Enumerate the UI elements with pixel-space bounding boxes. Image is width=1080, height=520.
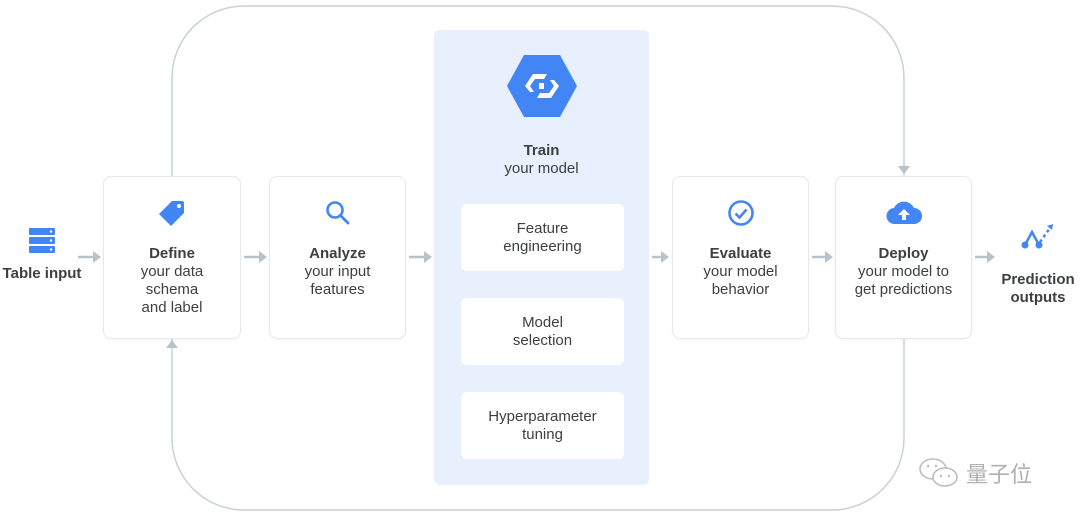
step-title: Train bbox=[523, 142, 560, 159]
wechat-icon bbox=[919, 458, 958, 487]
watermark-text: 量子位 bbox=[966, 463, 1033, 488]
substep-feature-engineering: Feature engineering bbox=[461, 204, 624, 271]
table-input-label: Table input bbox=[2, 265, 82, 282]
prediction-output-label: Prediction outputs bbox=[1001, 271, 1075, 306]
substep-hyperparameter-tuning: Hyperparameter tuning bbox=[461, 392, 624, 459]
watermark: 量子位 bbox=[918, 456, 1032, 490]
step-desc: your model to get predictions bbox=[854, 263, 953, 298]
tag-icon bbox=[159, 201, 184, 226]
step-desc: your model bbox=[504, 160, 579, 177]
prediction-chart-icon bbox=[1021, 224, 1053, 249]
database-icon bbox=[29, 228, 55, 253]
cloud-upload-icon bbox=[885, 201, 922, 225]
table-input-node: Table input bbox=[0, 228, 84, 282]
automl-hexagon-icon bbox=[507, 55, 577, 117]
substep-model-selection: Model selection bbox=[461, 298, 624, 365]
step-desc: your model behavior bbox=[703, 263, 778, 298]
step-title: Evaluate bbox=[709, 245, 772, 262]
prediction-output-node: Prediction outputs bbox=[998, 222, 1078, 307]
step-desc: your input features bbox=[304, 263, 371, 298]
check-circle-icon bbox=[727, 200, 754, 226]
step-desc: your data schema and label bbox=[140, 263, 204, 316]
step-title: Analyze bbox=[309, 245, 366, 262]
search-icon bbox=[325, 201, 349, 225]
step-title: Define bbox=[149, 245, 195, 262]
step-title: Deploy bbox=[878, 245, 929, 262]
